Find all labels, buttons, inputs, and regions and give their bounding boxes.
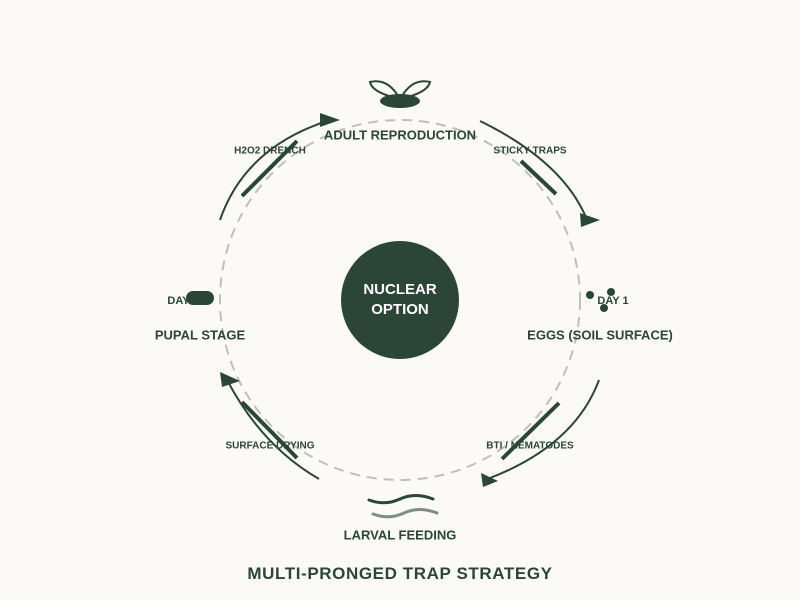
- gnat-icon: [368, 80, 432, 108]
- day-eggs-label: DAY 1: [597, 295, 629, 307]
- method-bti-label: BTI / NEMATODES: [486, 440, 574, 452]
- lifecycle-ring: [219, 119, 581, 481]
- larva-icon: [367, 494, 439, 519]
- pupa-icon: [186, 291, 214, 305]
- stage-adult-label: ADULT REPRODUCTION: [323, 127, 477, 143]
- eggs-icon: [586, 288, 615, 312]
- drench-barrier: [240, 139, 299, 198]
- sticky-trap-barrier: [519, 159, 558, 196]
- stage-eggs-label: EGGS (SOIL SURFACE): [527, 327, 673, 343]
- bti-barrier: [500, 401, 561, 461]
- center-hub: NUCLEAR OPTION: [341, 241, 459, 359]
- arrow-adult-to-eggs: [479, 120, 600, 227]
- method-drying-label: SURFACE DRYING: [225, 440, 315, 452]
- method-drench-label: H2O2 DRENCH: [234, 145, 306, 157]
- stage-larval-label: LARVAL FEEDING: [343, 527, 457, 543]
- method-sticky-label: STICKY TRAPS: [493, 145, 567, 157]
- diagram-title: MULTI-PRONGED TRAP STRATEGY: [247, 564, 553, 583]
- drying-barrier: [240, 400, 299, 460]
- arrow-eggs-to-larval: [481, 379, 600, 487]
- center-line-2: OPTION: [371, 301, 429, 318]
- arrow-pupal-to-adult: [219, 113, 340, 221]
- stage-pupal-label: PUPAL STAGE: [154, 327, 246, 343]
- arrow-larval-to-pupal: [220, 372, 320, 480]
- center-line-1: NUCLEAR: [363, 281, 437, 298]
